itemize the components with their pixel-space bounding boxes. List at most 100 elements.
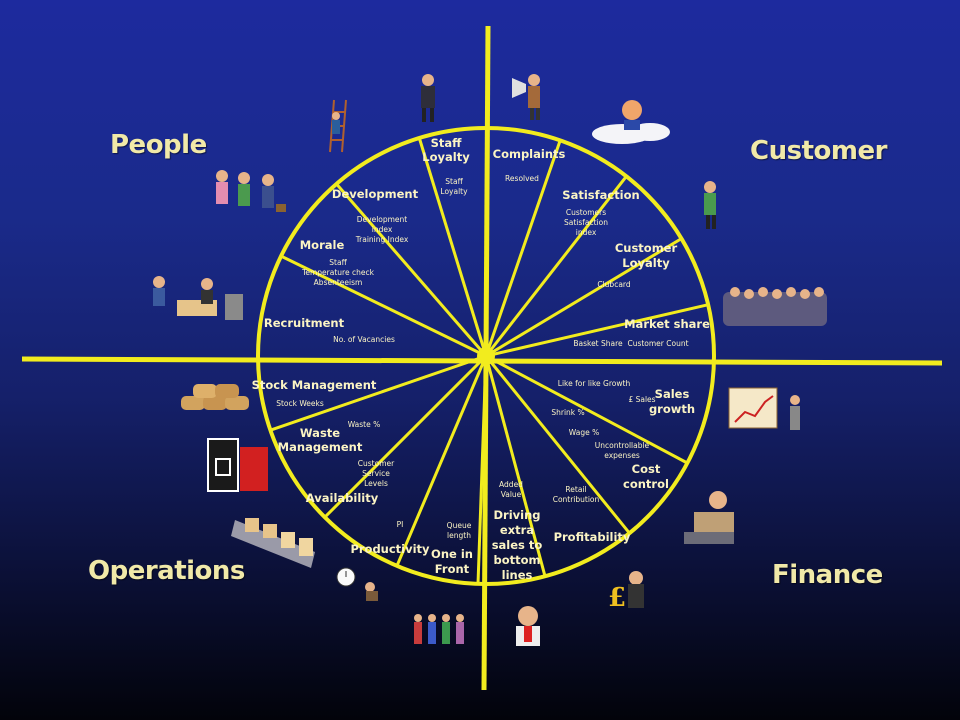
text-line: bottom bbox=[493, 553, 540, 567]
text-line: Satisfaction bbox=[562, 188, 639, 202]
wheel-spoke-14 bbox=[484, 139, 562, 357]
wheel-outer-circle bbox=[256, 126, 716, 586]
text-line: Training Index bbox=[355, 235, 409, 244]
segment-complaints: Complaints bbox=[493, 147, 566, 161]
text-line: Sales bbox=[655, 387, 690, 401]
measures-sales-growth-1: Like for like Growth bbox=[558, 379, 631, 388]
wheel-spoke-2 bbox=[335, 182, 488, 357]
text-line: Like for like Growth bbox=[558, 379, 631, 388]
measures-market-share-1: Basket Share bbox=[573, 339, 623, 348]
text-line: Basket Share bbox=[573, 339, 623, 348]
wheel-spoke-3 bbox=[280, 254, 487, 358]
text-line: length bbox=[447, 531, 471, 540]
measures-cost-control-1: Shrink % bbox=[551, 408, 584, 417]
text-line: Morale bbox=[300, 238, 345, 252]
text-line: Management bbox=[278, 440, 363, 454]
text-line: Front bbox=[435, 562, 470, 576]
sacks-icon bbox=[181, 384, 249, 410]
quadrant-label-operations: Operations bbox=[88, 556, 245, 586]
conveyor-boxes-icon bbox=[231, 518, 315, 568]
shopper-icon bbox=[704, 181, 716, 229]
megaphone-man-icon bbox=[512, 74, 540, 120]
text-line: Levels bbox=[364, 479, 388, 488]
quadrant-label-finance: Finance bbox=[772, 560, 883, 590]
wheel-spoke-9 bbox=[484, 355, 631, 535]
text-line: Shrink % bbox=[551, 408, 584, 417]
text-line: Complaints bbox=[493, 147, 566, 161]
wheel-spoke-13 bbox=[484, 175, 628, 357]
text-line: Staff bbox=[431, 136, 463, 150]
women-gossiping-icon bbox=[216, 170, 286, 212]
text-line: Wage % bbox=[569, 428, 599, 437]
wheel-hub bbox=[477, 347, 495, 365]
text-line: Retail bbox=[565, 485, 586, 494]
wheel-spoke-10 bbox=[485, 354, 689, 465]
wheel-spoke-7 bbox=[476, 355, 488, 584]
text-line: Customer Count bbox=[627, 339, 688, 348]
text-line: Development bbox=[332, 187, 419, 201]
measures-market-share-2: Customer Count bbox=[627, 339, 688, 348]
text-line: index bbox=[372, 225, 393, 234]
measures-productivity: PI bbox=[397, 520, 404, 529]
wheel-spoke-4 bbox=[269, 354, 487, 432]
text-line: Customer bbox=[358, 459, 395, 468]
text-line: Resolved bbox=[505, 174, 539, 183]
clock-runner-icon bbox=[336, 567, 378, 601]
text-line: control bbox=[623, 477, 669, 491]
segment-stock-management: Stock Management bbox=[252, 378, 377, 392]
stressed-accountant-icon bbox=[684, 491, 734, 544]
svg-text:£: £ bbox=[608, 583, 626, 613]
measures-cost-control-3: Uncontrollable bbox=[595, 441, 650, 450]
text-line: expenses bbox=[604, 451, 640, 460]
text-line: Recruitment bbox=[264, 316, 345, 330]
wheel-spoke-8 bbox=[484, 355, 547, 577]
text-line: Contribution bbox=[553, 495, 600, 504]
segment-recruitment: Recruitment bbox=[264, 316, 345, 330]
text-line: Temperature check bbox=[301, 268, 375, 277]
text-line: Staff bbox=[329, 258, 347, 267]
text-line: Stock Management bbox=[252, 378, 377, 392]
segment-satisfaction: Satisfaction bbox=[562, 188, 639, 202]
measures-stock-management: Stock Weeks bbox=[276, 399, 324, 408]
pound-man-icon: £ bbox=[608, 571, 644, 613]
text-line: Availability bbox=[306, 491, 379, 505]
man-on-cloud-icon bbox=[592, 100, 670, 144]
text-line: £ Sales bbox=[628, 395, 655, 404]
text-line: Customer bbox=[615, 241, 678, 255]
text-line: Waste bbox=[300, 426, 340, 440]
measures-complaints: Resolved bbox=[505, 174, 539, 183]
text-line: index bbox=[576, 228, 597, 237]
text-line: growth bbox=[649, 402, 695, 416]
text-line: lines bbox=[502, 568, 533, 582]
quadrant-label-people: People bbox=[110, 130, 207, 160]
segment-availability: Availability bbox=[306, 491, 379, 505]
measures-customer-loyalty: Clubcard bbox=[597, 280, 631, 289]
text-line: Stock Weeks bbox=[276, 399, 324, 408]
man-with-briefcase-icon bbox=[421, 74, 435, 122]
thinking-man-icon bbox=[516, 606, 540, 646]
crowd-icon bbox=[723, 287, 827, 326]
wheel-spoke-6 bbox=[395, 355, 488, 567]
text-line: Development bbox=[357, 215, 408, 224]
text-line: PI bbox=[397, 520, 404, 529]
text-line: Staff bbox=[445, 177, 463, 186]
text-line: sales to bbox=[492, 538, 543, 552]
queue-icon bbox=[414, 614, 464, 644]
text-line: Service bbox=[362, 469, 390, 478]
text-line: Loyalty bbox=[422, 150, 470, 164]
text-line: Added bbox=[499, 480, 523, 489]
measures-sales-growth-2: £ Sales bbox=[628, 395, 655, 404]
text-line: One in bbox=[431, 547, 473, 561]
text-line: Productivity bbox=[350, 542, 430, 556]
